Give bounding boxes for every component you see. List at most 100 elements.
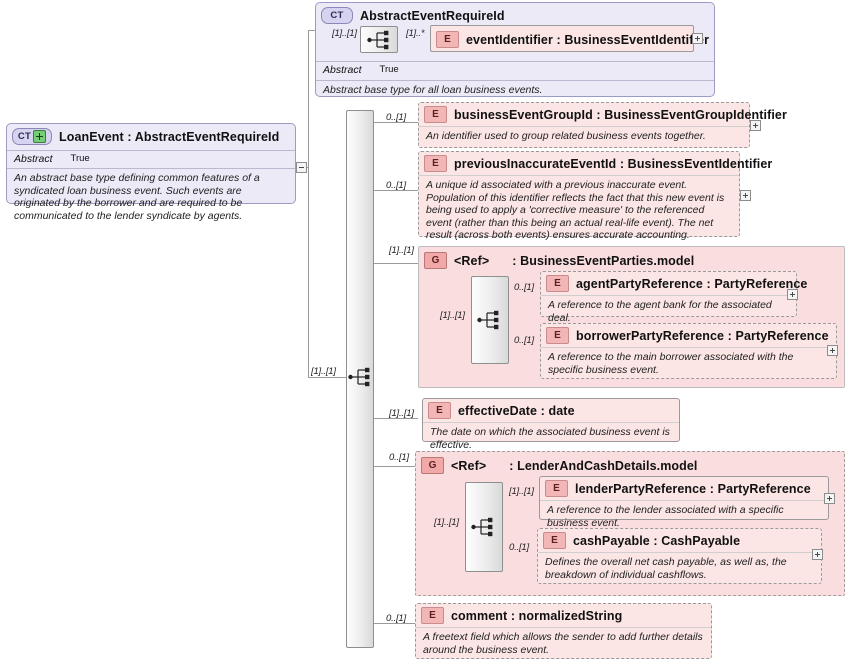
- cardinality-previousInaccurateEventId: 0..[1]: [386, 180, 406, 191]
- loan-event-attr-key: Abstract: [14, 153, 53, 165]
- lender-party-reference-header: E lenderPartyReference : PartyReference: [540, 477, 828, 500]
- abstract-event-documentation: Abstract base type for all loan business…: [316, 80, 714, 101]
- effective-date-documentation: The date on which the associated busines…: [423, 422, 679, 455]
- loanevent-collapse-toggle[interactable]: [296, 162, 307, 173]
- node-lender-party-reference[interactable]: E lenderPartyReference : PartyReference …: [539, 476, 829, 529]
- connector-fan-effectiveDate: [373, 418, 418, 419]
- lcd-sequence-icon: [471, 517, 493, 537]
- lender-party-reference-title: lenderPartyReference : PartyReference: [575, 481, 811, 496]
- agent-party-reference-header: E agentPartyReference : PartyReference: [541, 272, 807, 295]
- group-icon: G: [421, 457, 444, 474]
- cardinality-borrowerPartyReference: 0..[1]: [514, 335, 534, 346]
- element-icon: E: [546, 327, 569, 344]
- element-icon: E: [546, 275, 569, 292]
- borrower-party-reference-title: borrowerPartyReference : PartyReference: [576, 328, 829, 343]
- element-icon: E: [421, 607, 444, 624]
- abstract-event-attribute: Abstract True: [316, 61, 714, 78]
- cardinality-lenderPartyReference: [1]..[1]: [509, 486, 534, 497]
- connector-fan-lenderAndCash: [373, 466, 418, 467]
- group-business-event-parties-title: : BusinessEventParties.model: [512, 253, 695, 268]
- node-agent-party-reference[interactable]: E agentPartyReference : PartyReference A…: [540, 271, 807, 324]
- element-icon: E: [424, 155, 447, 172]
- plus-icon: [33, 130, 47, 143]
- abstract-attr-value: True: [379, 64, 399, 75]
- cardinality-lcd-inner: [1]..[1]: [434, 517, 459, 528]
- previous-inaccurate-event-id-documentation: A unique id associated with a previous i…: [419, 175, 739, 246]
- previous-inaccurate-event-id-expand-toggle[interactable]: [740, 190, 751, 201]
- business-event-group-id-title: businessEventGroupId : BusinessEventGrou…: [454, 107, 787, 122]
- agent-party-reference-expand-toggle[interactable]: [787, 289, 798, 300]
- event-identifier-header: E eventIdentifier : BusinessEventIdentif…: [431, 26, 709, 51]
- cash-payable-header: E cashPayable : CashPayable: [538, 529, 821, 552]
- group-lender-and-cash-details-title: : LenderAndCashDetails.model: [509, 458, 698, 473]
- comment-title: comment : normalizedString: [451, 608, 623, 623]
- connector-fan-comment: [373, 623, 418, 624]
- cardinality-cashPayable: 0..[1]: [509, 542, 529, 553]
- previous-inaccurate-event-id-title: previousInaccurateEventId : BusinessEven…: [454, 156, 773, 171]
- lender-party-reference-expand-toggle[interactable]: [824, 493, 835, 504]
- sequence-icon: [367, 30, 389, 50]
- connector-fan-businessEventGroupId: [373, 122, 418, 123]
- comment-header: E comment : normalizedString: [416, 604, 711, 627]
- event-identifier-expand-toggle[interactable]: [692, 33, 703, 44]
- agent-party-reference-documentation: A reference to the agent bank for the as…: [541, 295, 796, 328]
- complextype-icon: CT: [321, 7, 353, 24]
- connector-trunk-vertical: [308, 30, 309, 377]
- business-event-group-id-documentation: An identifier used to group related busi…: [419, 126, 749, 147]
- node-cash-payable[interactable]: E cashPayable : CashPayable Defines the …: [537, 528, 822, 584]
- effective-date-header: E effectiveDate : date: [423, 399, 679, 422]
- loan-event-attr-value: True: [70, 153, 90, 164]
- event-identifier-title: eventIdentifier : BusinessEventIdentifie…: [466, 32, 710, 47]
- borrower-party-reference-header: E borrowerPartyReference : PartyReferenc…: [541, 324, 836, 347]
- node-borrower-party-reference[interactable]: E borrowerPartyReference : PartyReferenc…: [540, 323, 837, 379]
- cash-payable-expand-toggle[interactable]: [812, 549, 823, 560]
- loan-event-attribute: Abstract True: [7, 150, 295, 167]
- connector-fan-previousInaccurateEventId: [373, 190, 418, 191]
- borrower-party-reference-expand-toggle[interactable]: [827, 345, 838, 356]
- connector-trunk-to-abstract: [308, 30, 315, 31]
- cardinality-lenderAndCashDetails: 0..[1]: [389, 452, 409, 463]
- complextype-expandable-icon: CT: [12, 128, 52, 145]
- group-business-event-parties-header: G <Ref> : BusinessEventParties.model: [419, 247, 844, 272]
- element-icon: E: [545, 480, 568, 497]
- node-business-event-group-id[interactable]: E businessEventGroupId : BusinessEventGr…: [418, 102, 787, 148]
- connector-fan-businessEventParties: [373, 263, 418, 264]
- element-icon: E: [436, 31, 459, 48]
- effective-date-title: effectiveDate : date: [458, 403, 575, 418]
- abstract-attr-key: Abstract: [323, 64, 362, 76]
- main-sequence-icon: [348, 367, 370, 387]
- group-lender-and-cash-details-ref: <Ref>: [451, 458, 487, 473]
- business-event-group-id-header: E businessEventGroupId : BusinessEventGr…: [419, 103, 787, 126]
- cash-payable-documentation: Defines the overall net cash payable, as…: [538, 552, 821, 585]
- group-business-event-parties-ref: <Ref>: [454, 253, 490, 268]
- node-comment[interactable]: E comment : normalizedString A freetext …: [415, 603, 712, 659]
- abstract-sequence-compositor[interactable]: [360, 26, 398, 53]
- previous-inaccurate-event-id-header: E previousInaccurateEventId : BusinessEv…: [419, 152, 772, 175]
- node-previous-inaccurate-event-id[interactable]: E previousInaccurateEventId : BusinessEv…: [418, 151, 772, 241]
- cardinality-abstract-sequence: [1]..[1]: [332, 28, 357, 39]
- lender-party-reference-documentation: A reference to the lender associated wit…: [540, 500, 828, 533]
- bep-sequence-icon: [477, 310, 499, 330]
- abstract-event-title: AbstractEventRequireId: [360, 8, 505, 23]
- loan-event-title: LoanEvent : AbstractEventRequireId: [59, 129, 280, 144]
- cardinality-effectiveDate: [1]..[1]: [389, 408, 414, 419]
- node-event-identifier[interactable]: E eventIdentifier : BusinessEventIdentif…: [430, 25, 709, 52]
- cardinality-businessEventParties: [1]..[1]: [389, 245, 414, 256]
- element-icon: E: [428, 402, 451, 419]
- cardinality-agentPartyReference: 0..[1]: [514, 282, 534, 293]
- group-icon: G: [424, 252, 447, 269]
- business-event-group-id-expand-toggle[interactable]: [750, 120, 761, 131]
- node-loan-event[interactable]: CT LoanEvent : AbstractEventRequireId Ab…: [6, 123, 296, 222]
- cardinality-main-sequence: [1]..[1]: [311, 366, 336, 377]
- borrower-party-reference-documentation: A reference to the main borrower associa…: [541, 347, 836, 380]
- cardinality-businessEventGroupId: 0..[1]: [386, 112, 406, 123]
- node-effective-date[interactable]: E effectiveDate : date The date on which…: [422, 398, 680, 451]
- cardinality-bep-inner: [1]..[1]: [440, 310, 465, 321]
- cardinality-event-identifier: [1]..*: [406, 28, 425, 39]
- agent-party-reference-title: agentPartyReference : PartyReference: [576, 276, 808, 291]
- element-icon: E: [543, 532, 566, 549]
- loan-event-header: CT LoanEvent : AbstractEventRequireId: [7, 124, 295, 148]
- loan-event-badge-label: CT: [17, 130, 32, 142]
- connector-trunk-to-main-sequence: [308, 377, 351, 378]
- cardinality-comment: 0..[1]: [386, 613, 406, 624]
